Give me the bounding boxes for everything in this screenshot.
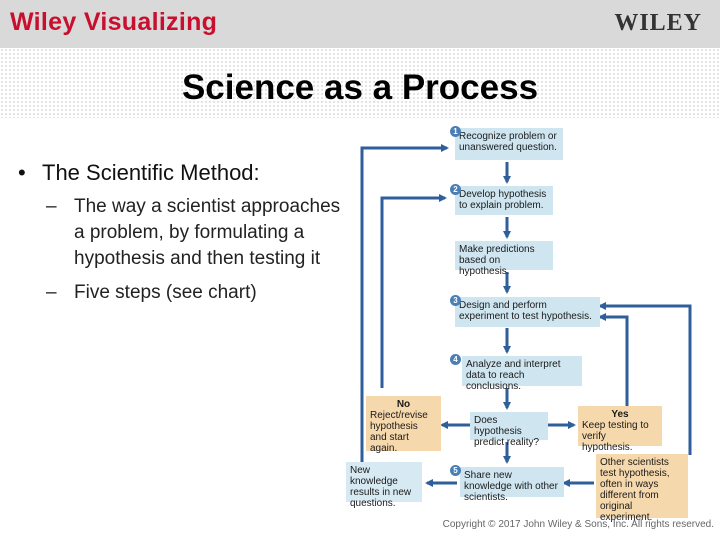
dash-icon: – — [46, 282, 57, 303]
sub-bullet-text: Five steps (see chart) — [74, 282, 257, 303]
step-1-text: Recognize problem or unanswered question… — [459, 131, 557, 153]
step-2-box: Develop hypothesis to explain problem. — [455, 186, 553, 215]
step-4-number-icon: 4 — [450, 354, 461, 365]
brand-wiley-logo: WILEY — [614, 10, 702, 36]
step-1-box: Recognize problem or unanswered question… — [455, 128, 563, 160]
step-2-text: Develop hypothesis to explain problem. — [459, 189, 547, 211]
no-label: No — [396, 399, 411, 410]
step-4-text: Analyze and interpret data to reach conc… — [466, 359, 561, 392]
new-knowledge-text: New knowledge results in new questions. — [350, 465, 412, 509]
reject-revise-box: No Reject/revise hypothesis and start ag… — [366, 396, 441, 454]
new-knowledge-box: New knowledge results in new questions. — [346, 462, 422, 509]
step-5-box: Share new knowledge with other scientist… — [460, 467, 564, 503]
sub-bullet-2: –Five steps (see chart) — [46, 280, 348, 306]
loop-arrow-right — [598, 302, 692, 455]
bullet-list: • The Scientific Method: –The way a scien… — [18, 160, 348, 306]
copyright-text: Copyright © 2017 John Wiley & Sons, Inc.… — [442, 519, 714, 530]
decision-box: Does hypothesis predict reality? — [470, 412, 548, 448]
header-bar: Wiley Visualizing WILEY — [0, 0, 720, 48]
no-text: Reject/revise hypothesis and start again… — [370, 410, 428, 454]
decision-text: Does hypothesis predict reality? — [474, 415, 540, 448]
arrow-no-to-2 — [380, 194, 447, 388]
dotted-band — [0, 48, 720, 118]
bullet-dot-icon: • — [18, 160, 26, 185]
keep-testing-box: Yes Keep testing to verify hypothesis. — [578, 406, 662, 453]
yes-label: Yes — [611, 409, 629, 420]
sub-bullet-text: The way a scientist approaches a problem… — [74, 196, 341, 269]
step-3-number-icon: 3 — [450, 295, 461, 306]
bullet-text: The Scientific Method: — [42, 160, 260, 185]
other-scientists-text: Other scientists test hypothesis, often … — [600, 457, 670, 523]
dash-icon: – — [46, 196, 57, 217]
bullet-item: • The Scientific Method: — [18, 160, 348, 186]
other-scientists-box: Other scientists test hypothesis, often … — [596, 454, 688, 523]
step-5-text: Share new knowledge with other scientist… — [464, 470, 558, 503]
step-2-number-icon: 2 — [450, 184, 461, 195]
flowchart-arrows — [360, 144, 692, 487]
arrow-yes-to-3 — [598, 313, 629, 360]
brand-wiley-visualizing: Wiley Visualizing — [10, 8, 218, 36]
step-1-number-icon: 1 — [450, 126, 461, 137]
step-5-number-icon: 5 — [450, 465, 461, 476]
predictions-box: Make predictions based on hypothesis. — [455, 241, 553, 277]
sub-bullet-1: –The way a scientist approaches a proble… — [46, 194, 348, 272]
step-4-box: Analyze and interpret data to reach conc… — [462, 356, 582, 392]
step-3-box: Design and perform experiment to test hy… — [455, 297, 600, 327]
scientific-method-flowchart: Recognize problem or unanswered question… — [342, 120, 720, 525]
yes-text: Keep testing to verify hypothesis. — [582, 420, 649, 453]
slide-title: Science as a Process — [181, 68, 539, 107]
step-3-text: Design and perform experiment to test hy… — [459, 300, 592, 322]
predictions-text: Make predictions based on hypothesis. — [459, 244, 535, 277]
loop-arrow-left — [360, 144, 449, 475]
